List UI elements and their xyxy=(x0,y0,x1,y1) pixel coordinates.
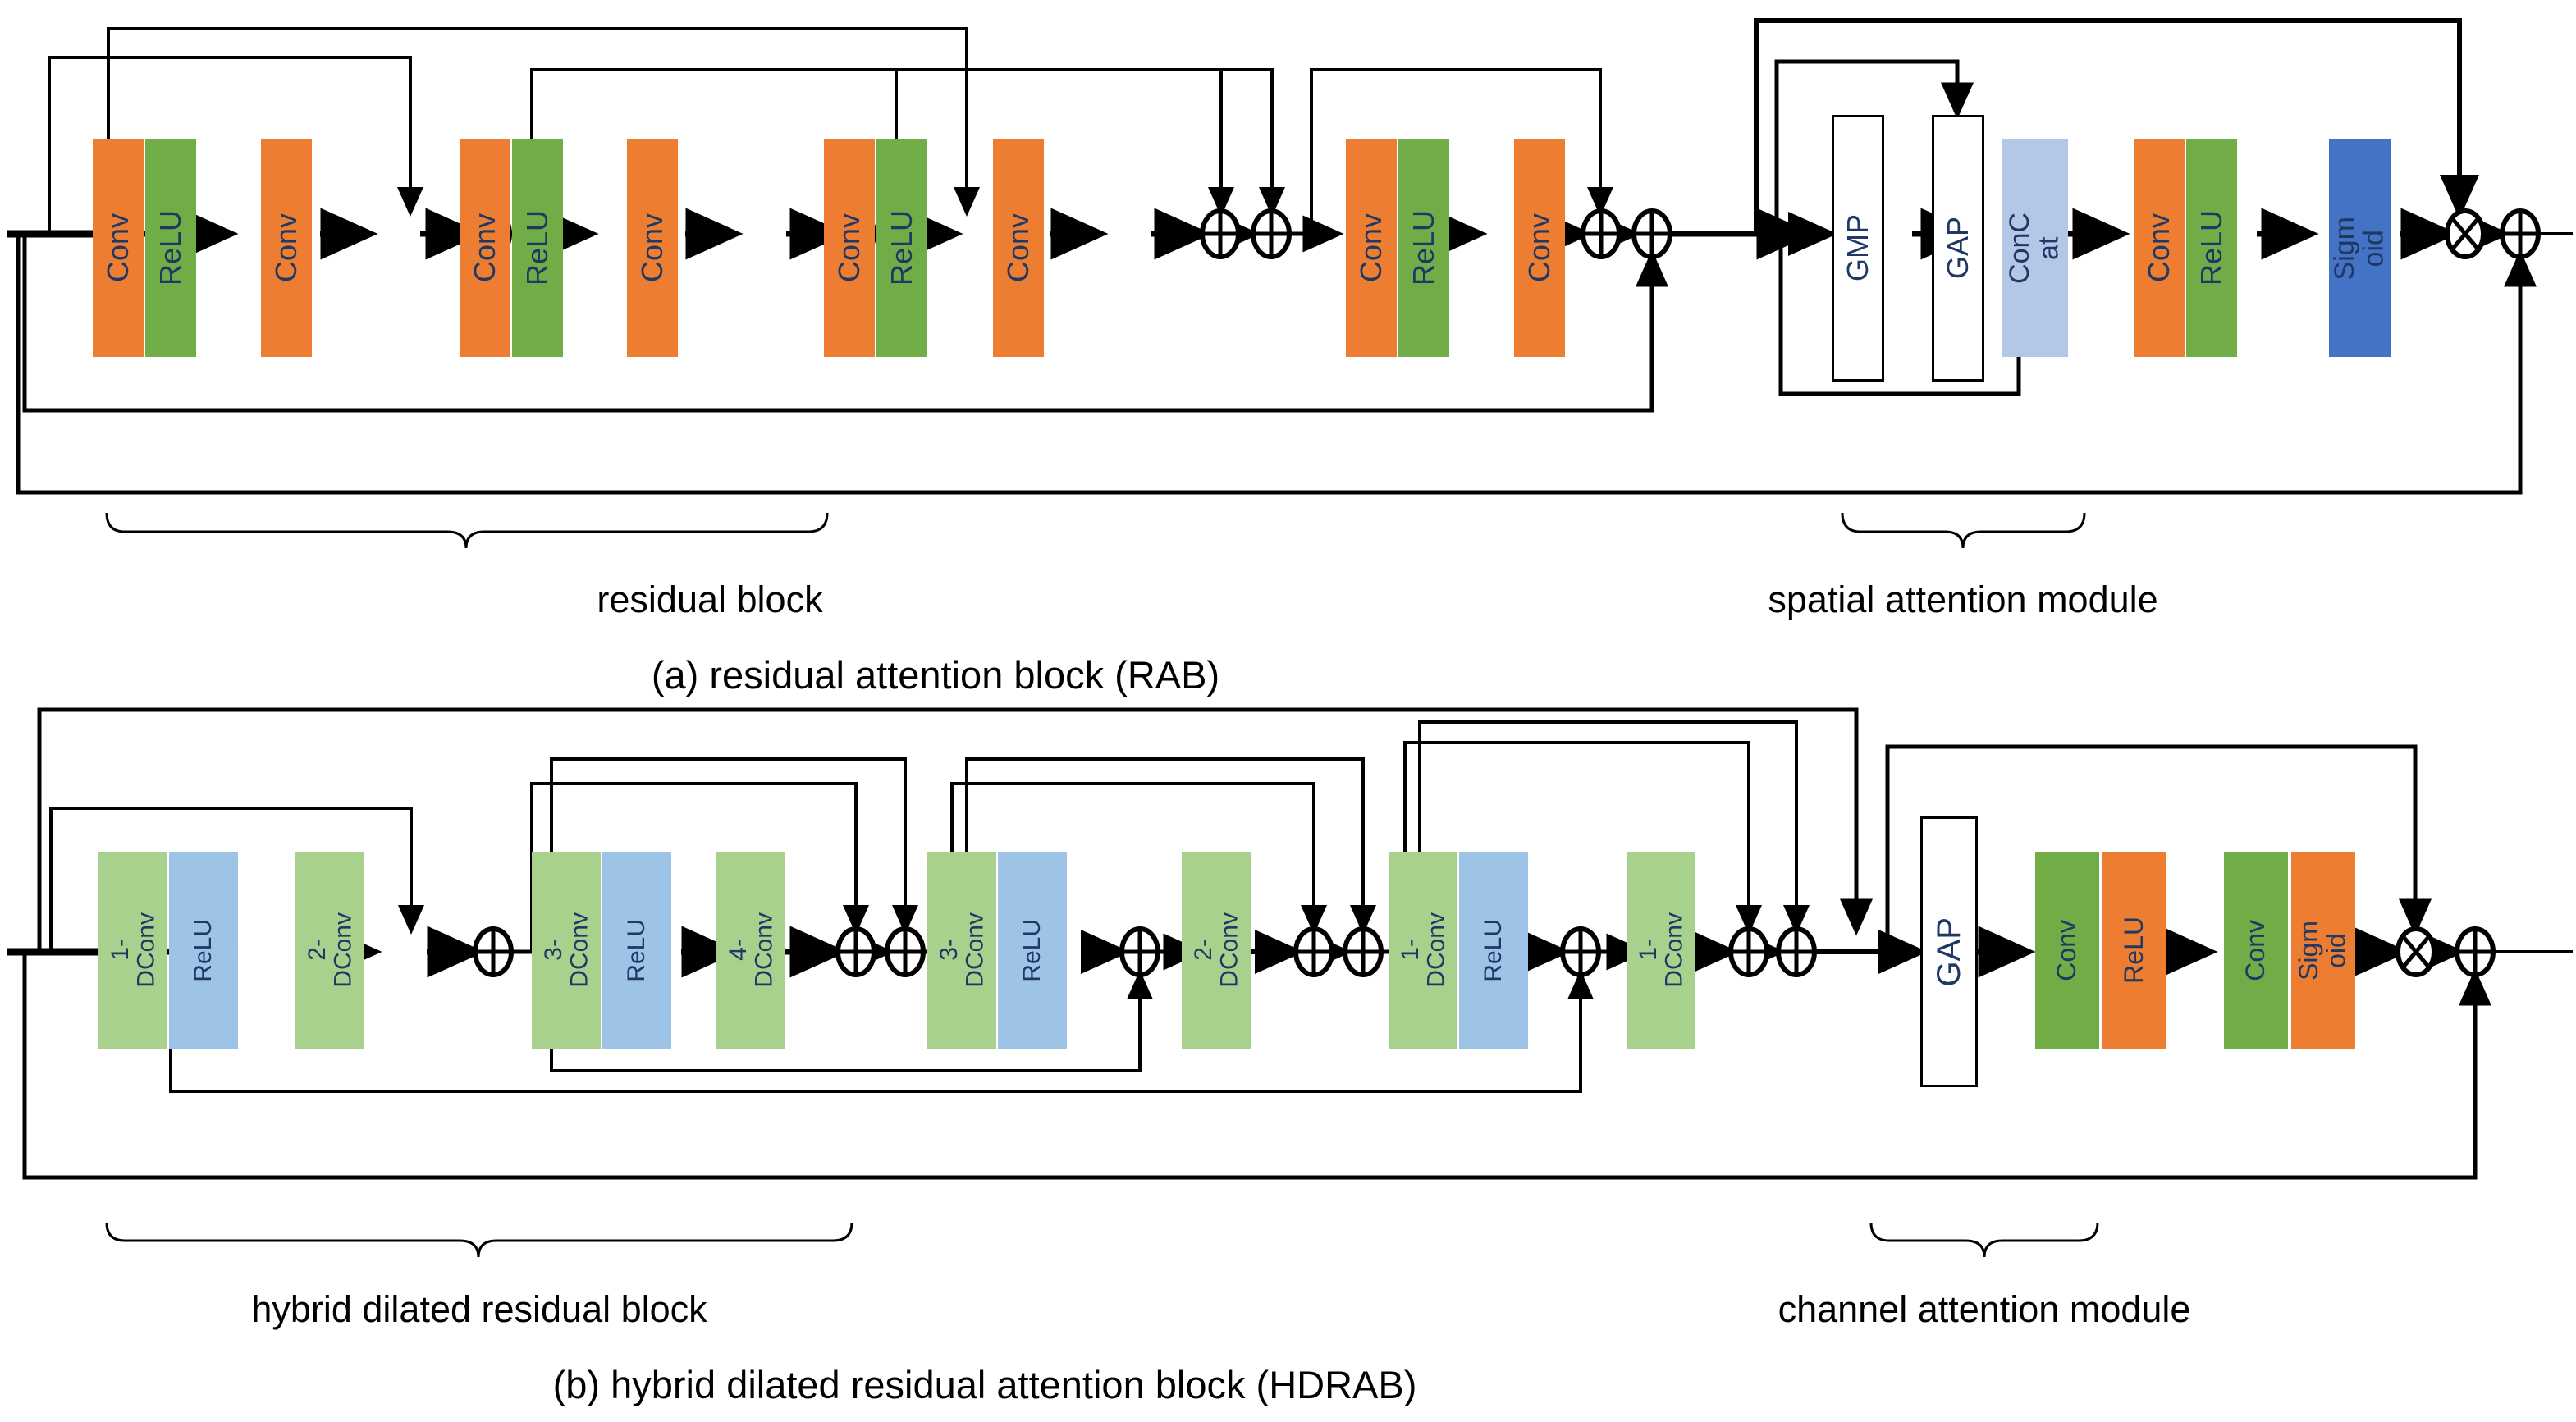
op-mul xyxy=(2395,926,2436,977)
block-a-conv-2[interactable]: Conv xyxy=(261,139,312,357)
block-b-sigmoid[interactable]: Sigm oid xyxy=(2291,852,2355,1049)
block-a-conv-3[interactable]: Conv xyxy=(460,139,510,357)
block-b-gap[interactable]: GAP xyxy=(1920,816,1978,1087)
op-add xyxy=(835,926,876,977)
block-b-dconv-5[interactable]: 3- DConv xyxy=(927,852,996,1049)
op-add xyxy=(1728,926,1769,977)
block-a-gmp[interactable]: GMP xyxy=(1832,115,1884,382)
block-b-dconv-1[interactable]: 1- DConv xyxy=(98,852,167,1049)
block-a-conv-4[interactable]: Conv xyxy=(627,139,678,357)
block-b-conv-1[interactable]: Conv xyxy=(2035,852,2099,1049)
block-a-conv-8[interactable]: Conv xyxy=(1514,139,1565,357)
op-add xyxy=(1631,208,1672,259)
op-add xyxy=(1293,926,1334,977)
op-add xyxy=(1776,926,1817,977)
block-b-conv-2[interactable]: Conv xyxy=(2224,852,2288,1049)
block-b-dconv-6[interactable]: 2- DConv xyxy=(1182,852,1251,1049)
block-b-dconv-2[interactable]: 2- DConv xyxy=(295,852,364,1049)
op-add xyxy=(1251,208,1292,259)
brace-label-channel-attention: channel attention module xyxy=(1778,1288,2191,1330)
op-add xyxy=(1560,926,1601,977)
op-add xyxy=(473,926,514,977)
op-add xyxy=(1581,208,1622,259)
block-a-conv-5[interactable]: Conv xyxy=(824,139,875,357)
block-b-relu-3[interactable]: ReLU xyxy=(998,852,1067,1049)
op-add xyxy=(1119,926,1160,977)
block-b-dconv-8[interactable]: 1- DConv xyxy=(1627,852,1695,1049)
op-add xyxy=(2500,208,2541,259)
block-b-relu-5[interactable]: ReLU xyxy=(2102,852,2166,1049)
block-a-concat[interactable]: ConC at xyxy=(2002,139,2068,357)
brace-label-residual-block: residual block xyxy=(597,578,823,620)
block-b-dconv-3[interactable]: 3- DConv xyxy=(532,852,601,1049)
block-b-dconv-7[interactable]: 1- DConv xyxy=(1389,852,1457,1049)
block-b-relu-2[interactable]: ReLU xyxy=(602,852,671,1049)
op-mul xyxy=(2445,208,2486,259)
block-a-conv-6[interactable]: Conv xyxy=(993,139,1044,357)
block-b-relu-1[interactable]: ReLU xyxy=(169,852,238,1049)
block-a-conv-9[interactable]: Conv xyxy=(2134,139,2185,357)
block-a-relu-5[interactable]: ReLU xyxy=(2186,139,2237,357)
op-add xyxy=(1343,926,1384,977)
block-a-relu-1[interactable]: ReLU xyxy=(145,139,196,357)
panel-a-caption: (a) residual attention block (RAB) xyxy=(651,653,1220,697)
block-a-relu-4[interactable]: ReLU xyxy=(1398,139,1449,357)
panel-b-caption: (b) hybrid dilated residual attention bl… xyxy=(552,1363,1417,1406)
block-b-relu-4[interactable]: ReLU xyxy=(1459,852,1528,1049)
block-b-dconv-4[interactable]: 4- DConv xyxy=(716,852,785,1049)
block-a-conv-7[interactable]: Conv xyxy=(1346,139,1397,357)
op-add xyxy=(1200,208,1241,259)
op-add xyxy=(885,926,926,977)
block-a-relu-3[interactable]: ReLU xyxy=(876,139,927,357)
brace-label-spatial-attention: spatial attention module xyxy=(1768,578,2158,620)
op-add xyxy=(2455,926,2496,977)
block-a-gap[interactable]: GAP xyxy=(1932,115,1984,382)
block-a-relu-2[interactable]: ReLU xyxy=(512,139,563,357)
brace-label-hybrid-dilated-residual-block: hybrid dilated residual block xyxy=(251,1288,707,1330)
block-a-conv-1[interactable]: Conv xyxy=(93,139,144,357)
block-a-sigmoid[interactable]: Sigm oid xyxy=(2329,139,2391,357)
